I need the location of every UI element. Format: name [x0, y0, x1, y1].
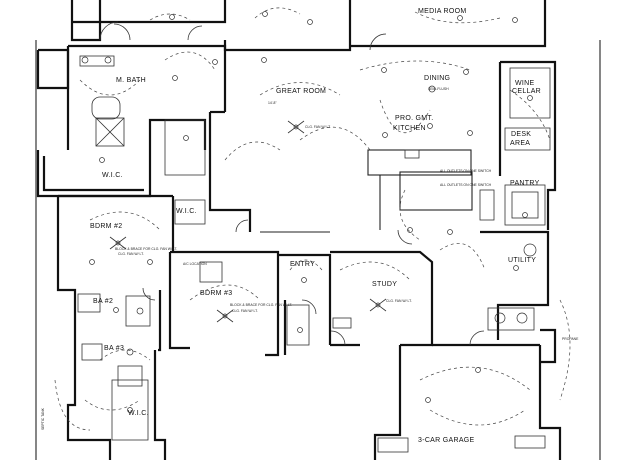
- room-label-kitchen-1: PRO. GMT.: [395, 115, 433, 122]
- room-label-garage: 3-CAR GARAGE: [418, 437, 475, 444]
- fan-icon: [369, 298, 387, 312]
- note-dining-fixture: SEMI-FLUSH: [428, 87, 449, 91]
- fan-icon: [287, 120, 305, 134]
- room-label-entry: ENTRY: [290, 261, 315, 268]
- room-label-ba2: BA #2: [93, 298, 113, 305]
- room-label-ba3: BA #3: [104, 345, 124, 352]
- room-label-desk-1: DESK: [511, 131, 531, 138]
- room-label-kitchen-2: KITCHEN: [393, 125, 426, 132]
- room-label-dining: DINING: [424, 75, 450, 82]
- sheet-border: [35, 40, 601, 460]
- ceiling-fan-icons: [109, 120, 387, 323]
- room-labels: MEDIA ROOM M. BATH GREAT ROOM DINING WIN…: [90, 8, 541, 444]
- note-ceiling-height: 14'-8": [268, 101, 277, 105]
- room-label-utility: UTILITY: [508, 257, 536, 264]
- room-label-wine-1: WINE: [515, 80, 535, 87]
- note-kitchen-outlets-1: ALL OUTLETS ON ONE SWITCH: [440, 169, 492, 173]
- room-label-media: MEDIA ROOM: [418, 8, 467, 15]
- fan-icon: [216, 309, 234, 323]
- room-label-great-room: GREAT ROOM: [276, 88, 326, 95]
- room-label-pantry: PANTRY: [510, 180, 540, 187]
- note-fan-bdrm3: CLG. FAN W/ LT.: [232, 309, 258, 313]
- room-label-master-bath: M. BATH: [116, 77, 146, 84]
- fixtures: [77, 21, 551, 453]
- note-kitchen-outlets-2: ALL OUTLETS ON ONE SWITCH: [440, 183, 492, 187]
- note-propane: PROPANE: [562, 337, 579, 341]
- room-label-wic-small: W.I.C.: [176, 208, 197, 215]
- room-label-desk-2: AREA: [510, 140, 530, 147]
- note-fan-great-room: CLG. FAN W/ LT.: [305, 125, 331, 129]
- note-septic: SEPTIC TANK: [41, 407, 45, 430]
- annotation-notes: 14'-8" SEMI-FLUSH CLG. FAN W/ LT. BLOCK …: [41, 87, 579, 430]
- room-label-wic-lower: W.I.C.: [128, 410, 149, 417]
- electrical-wiring: [54, 7, 571, 431]
- light-fixture-icons: [89, 11, 533, 413]
- note-fan-study: CLG. FAN W/ LT.: [386, 299, 412, 303]
- room-label-study: STUDY: [372, 281, 397, 288]
- note-fan-bdrm2: CLG. FAN W/ LT.: [118, 252, 144, 256]
- room-label-bdrm2: BDRM #2: [90, 223, 122, 230]
- fan-icon: [109, 236, 127, 250]
- note-bdrm3-block: BLOCK & BRACE FOR CLG. FAN W/ LT.: [230, 303, 292, 307]
- room-label-wine-2: CELLAR: [512, 88, 541, 95]
- note-bdrm2-block: BLOCK & BRACE FOR CLG. FAN W/ LT.: [115, 247, 177, 251]
- room-label-wic-master: W.I.C.: [102, 172, 123, 179]
- exterior-walls: [36, 0, 562, 460]
- room-label-ac: A/C LOCATION: [183, 262, 207, 266]
- room-label-bdrm3: BDRM #3: [200, 290, 232, 297]
